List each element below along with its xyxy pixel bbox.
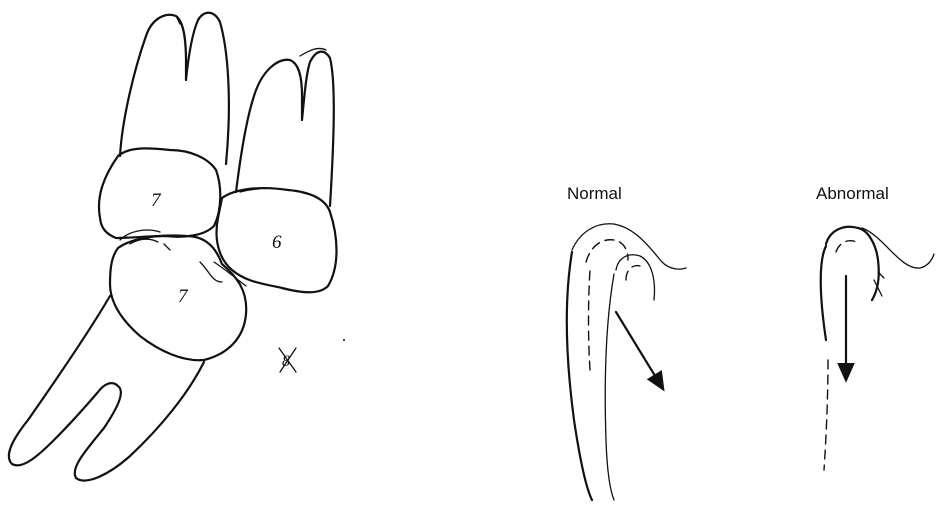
normal-arrow bbox=[616, 312, 660, 384]
tooth-number-upper-6: 6 bbox=[272, 232, 282, 253]
panel-title-normal: Normal bbox=[567, 184, 622, 204]
upper-second-molar: 7 bbox=[99, 13, 229, 240]
upper-first-molar: 6 bbox=[217, 48, 337, 292]
speck bbox=[343, 339, 345, 341]
panel-title-abnormal: Abnormal bbox=[816, 184, 889, 204]
abnormal-sketch bbox=[821, 227, 934, 470]
normal-sketch bbox=[567, 224, 686, 500]
crossed-out-tooth-number: 8 bbox=[279, 348, 296, 372]
tooth-number-lower-7: 7 bbox=[178, 286, 189, 307]
tooth-number-upper-7: 7 bbox=[151, 190, 162, 211]
lower-second-molar: 7 bbox=[9, 236, 246, 481]
